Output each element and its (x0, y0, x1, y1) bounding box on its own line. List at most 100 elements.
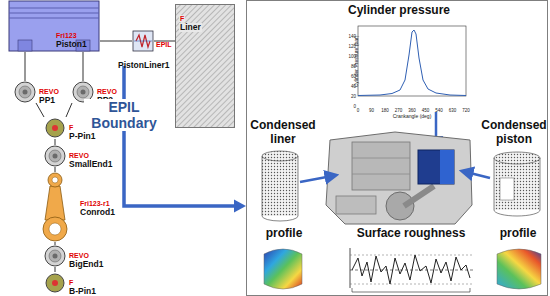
joint-symbol (46, 274, 64, 292)
conrod-shape (52, 177, 58, 183)
text-slot: Condensed piston (481, 119, 547, 147)
panel-heading: profile (239, 227, 329, 241)
type-tag: REVO (69, 152, 89, 159)
text-slot: 90 (369, 98, 374, 116)
engine-drawing (418, 150, 454, 184)
joint-node: FB-Pin1 (44, 271, 98, 295)
node-name: Piston1 (56, 40, 87, 49)
joint-symbol (46, 119, 64, 137)
connector (55, 267, 56, 272)
piston-shape (18, 40, 32, 51)
axis-tick: 540 (435, 109, 443, 114)
connector (55, 167, 56, 172)
type-tag: Fri123-r1 (80, 200, 110, 207)
joint-symbol (81, 90, 86, 95)
joint-symbol (52, 125, 58, 131)
joint-node: REVOPP1 (14, 80, 61, 104)
type-tag: REVO (97, 88, 117, 95)
joint-symbol (53, 154, 58, 159)
text-slot: B-Pin1 (69, 280, 96, 296)
axis-tick: 120 (348, 45, 356, 50)
text-slot: 450 (422, 98, 430, 116)
roughness-plot (350, 248, 351, 288)
axis-title: Crankangle (deg) (393, 114, 432, 119)
text-slot: Conrod1 (80, 201, 115, 219)
axis-tick: 720 (462, 109, 470, 114)
joint-symbol (45, 146, 65, 166)
epil-symbol (134, 41, 152, 42)
joint-node: REVOBigEnd1 (44, 244, 106, 268)
engine-drawing (352, 142, 410, 190)
engine-drawing (326, 132, 472, 224)
liner-mesh (298, 156, 299, 216)
engine-drawing (352, 158, 410, 159)
node-name: B-Pin1 (69, 287, 96, 296)
joint-symbol (44, 117, 66, 139)
text-slot: PistonLiner1 (118, 54, 169, 72)
roughness-plot (350, 255, 474, 256)
text-slot: BigEnd1 (69, 253, 103, 271)
node-name: BigEnd1 (69, 260, 103, 269)
conrod-shape (48, 173, 62, 187)
text-slot: profile (239, 227, 329, 241)
piston-mesh (494, 152, 540, 164)
axis-tick: 0 (357, 109, 360, 114)
axis-tick: 270 (395, 109, 403, 114)
piston-mesh (540, 158, 541, 210)
connector (100, 41, 132, 42)
pressure-chart (358, 26, 466, 96)
profile-right (497, 249, 541, 289)
axis-tick: 0 (353, 105, 356, 110)
liner-mesh (262, 216, 298, 221)
pressure-chart (358, 26, 466, 96)
joint-symbol (14, 81, 36, 103)
text-slot: profile (473, 227, 550, 241)
joint-symbol (23, 90, 28, 95)
connector (55, 242, 56, 245)
engine-drawing (326, 132, 472, 224)
liner-shape (176, 5, 235, 128)
engine-drawing (352, 174, 410, 175)
engine-drawing (404, 186, 434, 206)
edge-label: EPIL Boundary (84, 99, 164, 131)
type-tag: F (179, 15, 185, 22)
roughness-plot (350, 248, 474, 292)
node-name: SmallEnd1 (69, 160, 112, 169)
joint-symbol (44, 145, 66, 167)
joint-symbol (19, 86, 31, 98)
text-slot: 720 (462, 98, 470, 116)
joint-symbol (45, 246, 65, 266)
result-panel: Cylinder pressureCondensed linerCondense… (246, 0, 548, 296)
piston-shape (9, 1, 99, 51)
joint-symbol (52, 280, 58, 286)
text-slot: Cylinder Pressure (bar) (345, 35, 363, 87)
text-slot: Cylinder pressure (299, 4, 499, 18)
epil-symbol (132, 30, 154, 52)
conrod-shape (40, 172, 70, 242)
type-tag: REVO (39, 88, 59, 95)
piston-shape (9, 13, 99, 14)
flow-arrows (300, 176, 332, 182)
piston-mesh (494, 158, 495, 210)
liner-node: FLiner (175, 4, 235, 128)
liner-mesh (262, 156, 298, 216)
node-name: PistonLiner1 (118, 61, 169, 70)
joint-symbol (49, 250, 61, 262)
joint-symbol (77, 86, 89, 98)
text-slot: 270 (395, 98, 403, 116)
pressure-chart (358, 30, 466, 96)
text-slot: SmallEnd1 (69, 153, 112, 171)
connector (55, 139, 56, 145)
joint-symbol (49, 150, 61, 162)
engine-drawing (440, 150, 454, 184)
flow-arrows (466, 172, 490, 178)
conrod-shape (43, 217, 67, 241)
piston-mesh (500, 178, 514, 200)
engine-drawing (336, 196, 376, 214)
node-name: Liner (179, 23, 202, 32)
panel-heading: Cylinder pressure (299, 4, 499, 18)
type-tag: F (69, 279, 73, 286)
liner-mesh (262, 151, 298, 221)
piston-node: Fri123Piston1 (8, 0, 100, 52)
